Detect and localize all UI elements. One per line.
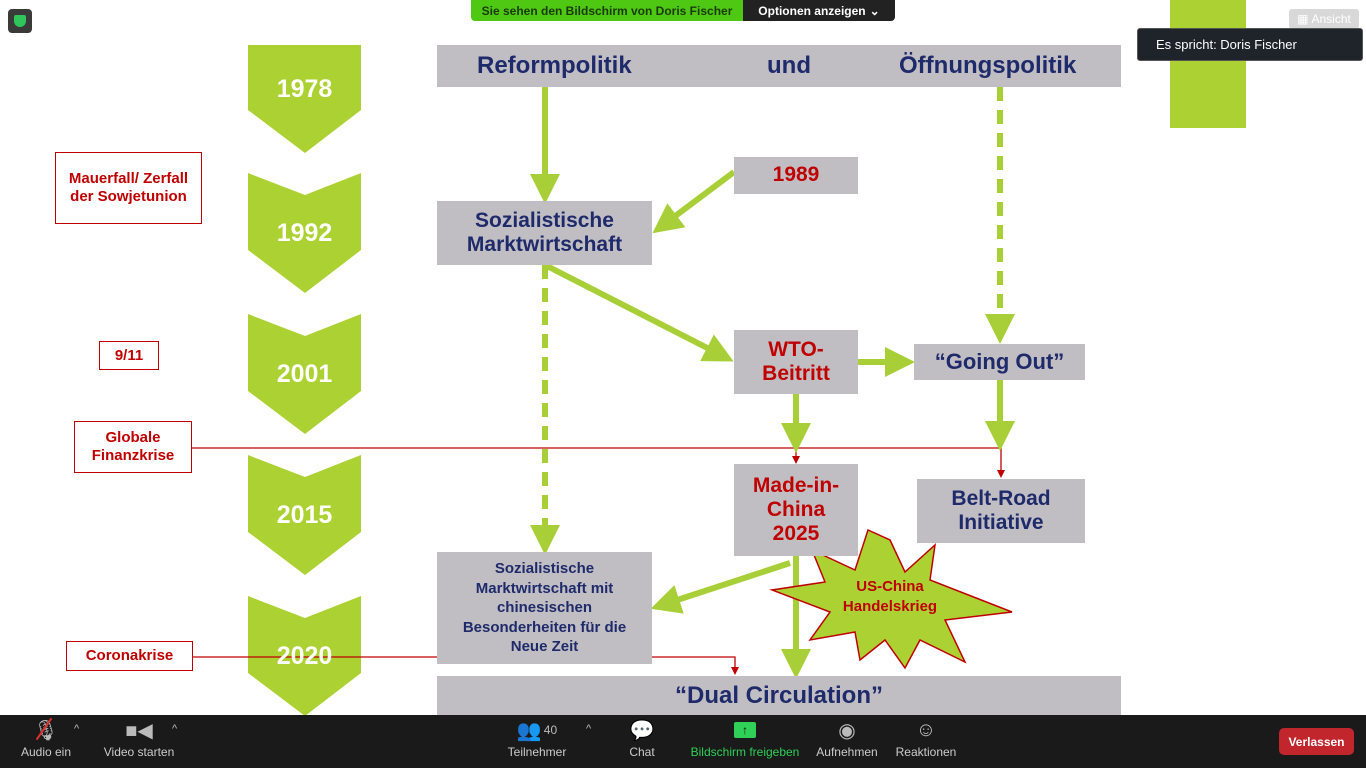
header-oeffnungspolitik: Öffnungspolitik: [899, 52, 1077, 80]
box-belt-road: Belt-Road Initiative: [917, 479, 1085, 543]
leave-button[interactable]: Verlassen: [1279, 728, 1354, 755]
share-banner: Sie sehen den Bildschirm von Doris Fisch…: [471, 0, 895, 21]
participants-count: 40: [543, 723, 558, 737]
chat-button[interactable]: 💬 Chat: [622, 715, 662, 768]
view-label: Ansicht: [1311, 12, 1351, 26]
chat-icon: 💬: [629, 719, 655, 742]
chevron-2015: [248, 455, 361, 575]
box-wto-beitritt: WTO-Beitritt: [734, 330, 858, 394]
video-off-icon: ■◀: [125, 719, 153, 742]
share-screen-button[interactable]: ↑Bildschirm freigeben: [686, 715, 804, 768]
year-2020: 2020: [276, 642, 333, 670]
chat-label: Chat: [629, 745, 655, 759]
reactions-label: Reaktionen: [895, 745, 957, 759]
participants-options-caret[interactable]: ^: [586, 723, 592, 735]
record-button[interactable]: ◉ Aufnehmen: [812, 715, 882, 768]
event-coronakrise: Coronakrise: [66, 641, 193, 671]
grid-icon: ▦: [1297, 12, 1309, 26]
share-screen-icon: ↑: [734, 715, 756, 745]
participants-icon: 👥40: [516, 719, 558, 742]
event-finanzkrise: Globale Finanzkrise: [74, 421, 192, 473]
video-label: Video starten: [103, 745, 175, 759]
chevron-1978: [248, 45, 361, 153]
year-2001: 2001: [276, 360, 333, 388]
audio-label: Audio ein: [20, 745, 72, 759]
event-mauerfall: Mauerfall/ Zerfall der Sowjetunion: [55, 152, 202, 224]
record-label: Aufnehmen: [816, 745, 878, 759]
box-going-out: “Going Out”: [914, 344, 1085, 380]
view-button[interactable]: ▦Ansicht: [1289, 9, 1359, 29]
header-reformpolitik: Reformpolitik: [477, 52, 632, 80]
box-1989: 1989: [734, 157, 858, 194]
share-label: Bildschirm freigeben: [690, 745, 800, 759]
trade-war-label: US-China Handelskrieg: [842, 578, 938, 615]
chevron-down-icon: ⌄: [869, 3, 880, 18]
chevron-2020: [248, 596, 361, 716]
event-9-11: 9/11: [99, 341, 159, 370]
year-2015: 2015: [276, 501, 333, 529]
year-1992: 1992: [276, 219, 333, 247]
reactions-button[interactable]: ☺ Reaktionen: [893, 715, 959, 768]
muted-mic-icon: 🎙: [33, 715, 59, 745]
audio-button[interactable]: 🎙Audio ein: [14, 715, 78, 768]
audio-options-caret[interactable]: ^: [74, 723, 80, 735]
video-button[interactable]: ■◀ Video starten: [100, 715, 178, 768]
header-bar: Reformpolitik und Öffnungspolitik: [437, 45, 1121, 87]
participants-label: Teilnehmer: [507, 745, 567, 759]
chevron-2001: [248, 314, 361, 434]
record-icon: ◉: [838, 719, 856, 742]
video-options-caret[interactable]: ^: [172, 723, 178, 735]
view-options-button[interactable]: Optionen anzeigen⌄: [743, 0, 895, 21]
box-dual-circulation: “Dual Circulation”: [437, 676, 1121, 715]
box-made-in-china: Made-in-China 2025: [734, 464, 858, 556]
active-speaker-label: Es spricht: Doris Fischer: [1137, 28, 1363, 61]
year-1978: 1978: [276, 75, 333, 103]
box-sozialistische-marktwirtschaft: Sozialistische Marktwirtschaft: [437, 201, 652, 265]
view-options-label: Optionen anzeigen: [758, 3, 866, 18]
share-banner-text: Sie sehen den Bildschirm von Doris Fisch…: [471, 0, 743, 21]
security-shield-icon[interactable]: [8, 9, 32, 33]
box-soz-neue-zeit: Sozialistische Marktwirtschaft mit chine…: [437, 552, 652, 664]
header-und: und: [767, 52, 811, 80]
reactions-icon: ☺: [915, 718, 937, 741]
green-bar-decoration: [1170, 0, 1246, 128]
chevron-1992: [248, 173, 361, 293]
